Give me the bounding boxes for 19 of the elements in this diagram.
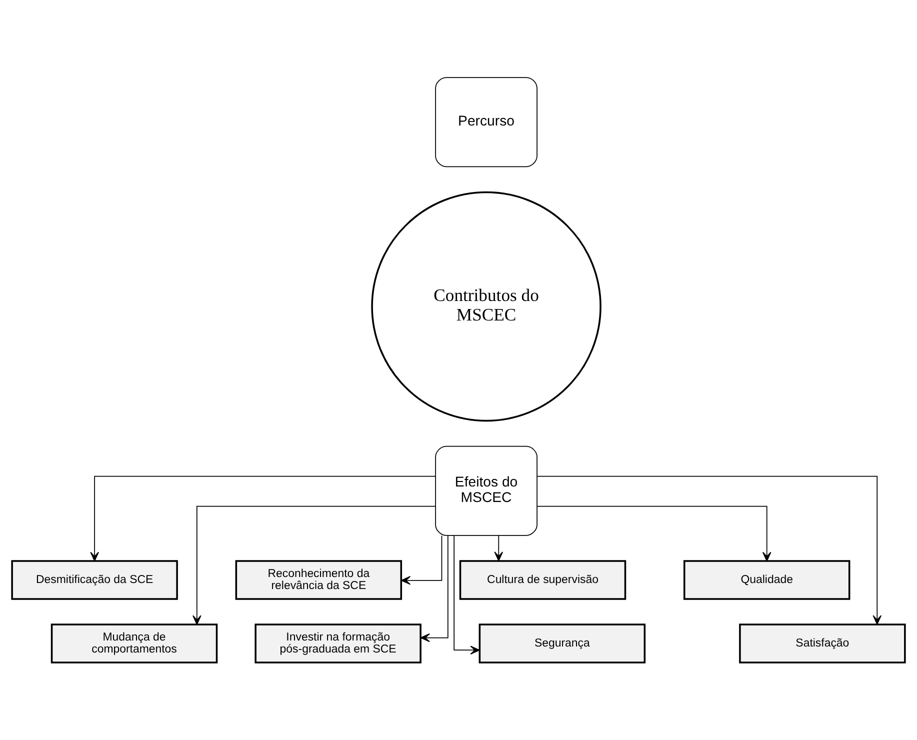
node-box: Qualidade — [683, 560, 850, 600]
node-box: Mudança de comportamentos — [50, 624, 218, 664]
arrow — [90, 476, 436, 562]
node-box: Satisfação — [739, 624, 906, 664]
arrow — [536, 506, 772, 562]
node-box: Cultura de supervisão — [459, 560, 626, 600]
node-box: Reconhecimento da relevância da SCE — [235, 560, 402, 600]
node-circle: Contributos do MSCEC — [371, 191, 602, 422]
node-box: Investir na formação pós-graduada em SCE — [254, 624, 422, 664]
node-box: Segurança — [478, 624, 646, 664]
node-box: Efeitos do MSCEC — [435, 446, 538, 536]
arrow — [192, 506, 436, 625]
node-box: Desmitificação da SCE — [11, 560, 178, 600]
arrow — [401, 535, 442, 585]
arrow — [536, 476, 882, 625]
arrow — [420, 535, 448, 642]
arrow — [494, 535, 504, 562]
node-box: Percurso — [435, 77, 538, 168]
arrow — [454, 535, 480, 655]
